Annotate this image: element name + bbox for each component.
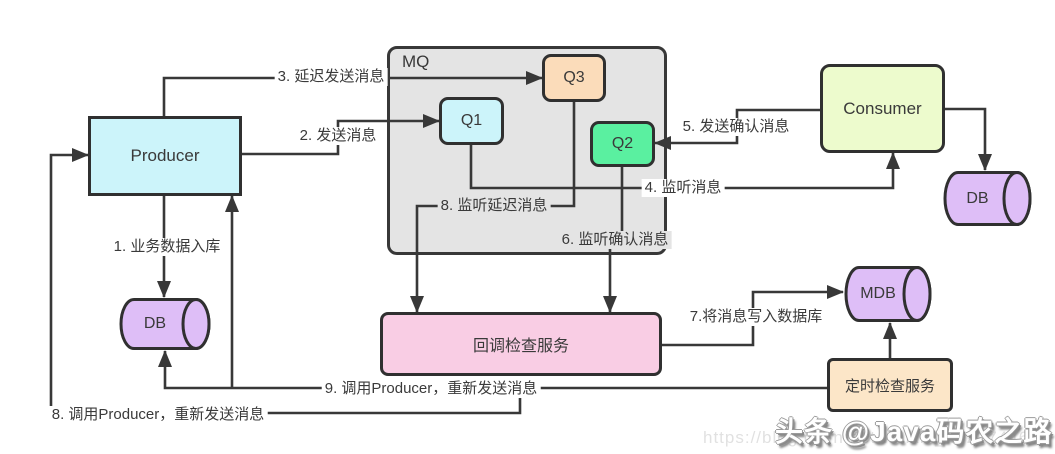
edge-label-step1: 1. 业务数据入库 xyxy=(110,238,224,256)
edge-label-step3: 3. 延迟发送消息 xyxy=(274,68,388,86)
mdb-cylinder: MDB xyxy=(843,265,933,323)
consumer-db-label: DB xyxy=(966,189,989,207)
q2-label: Q2 xyxy=(611,135,634,152)
toutiao-watermark: 头条 @Java码农之路 xyxy=(775,416,1053,447)
csdn-url-watermark: https://blog.csdn.net/weixin_44297446 xyxy=(703,428,1030,447)
producer-db-cylinder: DB xyxy=(118,297,212,351)
producer-label: Producer xyxy=(130,146,200,165)
edge-label-step4: 4. 监听消息 xyxy=(641,179,725,197)
db-cylinder-icon xyxy=(119,298,211,350)
mdb-label: MDB xyxy=(860,285,896,302)
consumer-node: Consumer xyxy=(820,64,945,153)
queue-q1-node: Q1 xyxy=(439,97,504,145)
edge-consumer-to-db xyxy=(945,107,992,171)
edge-step9-to-db xyxy=(158,350,827,390)
edge-label-step8-call: 8. 调用Producer，重新发送消息 xyxy=(48,406,268,424)
queue-q2-node: Q2 xyxy=(590,121,655,167)
mq-container-label: MQ xyxy=(402,52,430,71)
q3-label: Q3 xyxy=(563,69,585,86)
producer-db-label: DB xyxy=(143,315,167,332)
q1-label: Q1 xyxy=(460,112,483,129)
consumer-label: Consumer xyxy=(843,98,922,118)
timer-check-service-node: 定时检查服务 xyxy=(827,358,953,412)
edge-label-step9-call: 9. 调用Producer，重新发送消息 xyxy=(321,380,541,398)
consumer-db-cylinder: DB xyxy=(942,170,1033,227)
callback-service-label: 回调检查服务 xyxy=(472,338,569,355)
callback-check-service-node: 回调检查服务 xyxy=(380,312,662,376)
db-cylinder-icon xyxy=(943,171,1032,226)
edge-label-step2: 2. 发送消息 xyxy=(296,127,380,145)
edge-step3-delay-send xyxy=(162,71,543,116)
producer-node: Producer xyxy=(88,116,242,196)
edge-label-step6: 6. 监听确认消息 xyxy=(558,231,672,249)
timer-service-label: 定时检查服务 xyxy=(844,377,935,395)
edge-label-step5: 5. 发送确认消息 xyxy=(679,118,793,136)
edge-label-step8-listen: 8. 监听延迟消息 xyxy=(437,197,551,215)
queue-q3-node: Q3 xyxy=(542,54,606,102)
db-cylinder-icon xyxy=(844,266,932,322)
edge-label-step7: 7.将消息写入数据库 xyxy=(686,308,826,326)
